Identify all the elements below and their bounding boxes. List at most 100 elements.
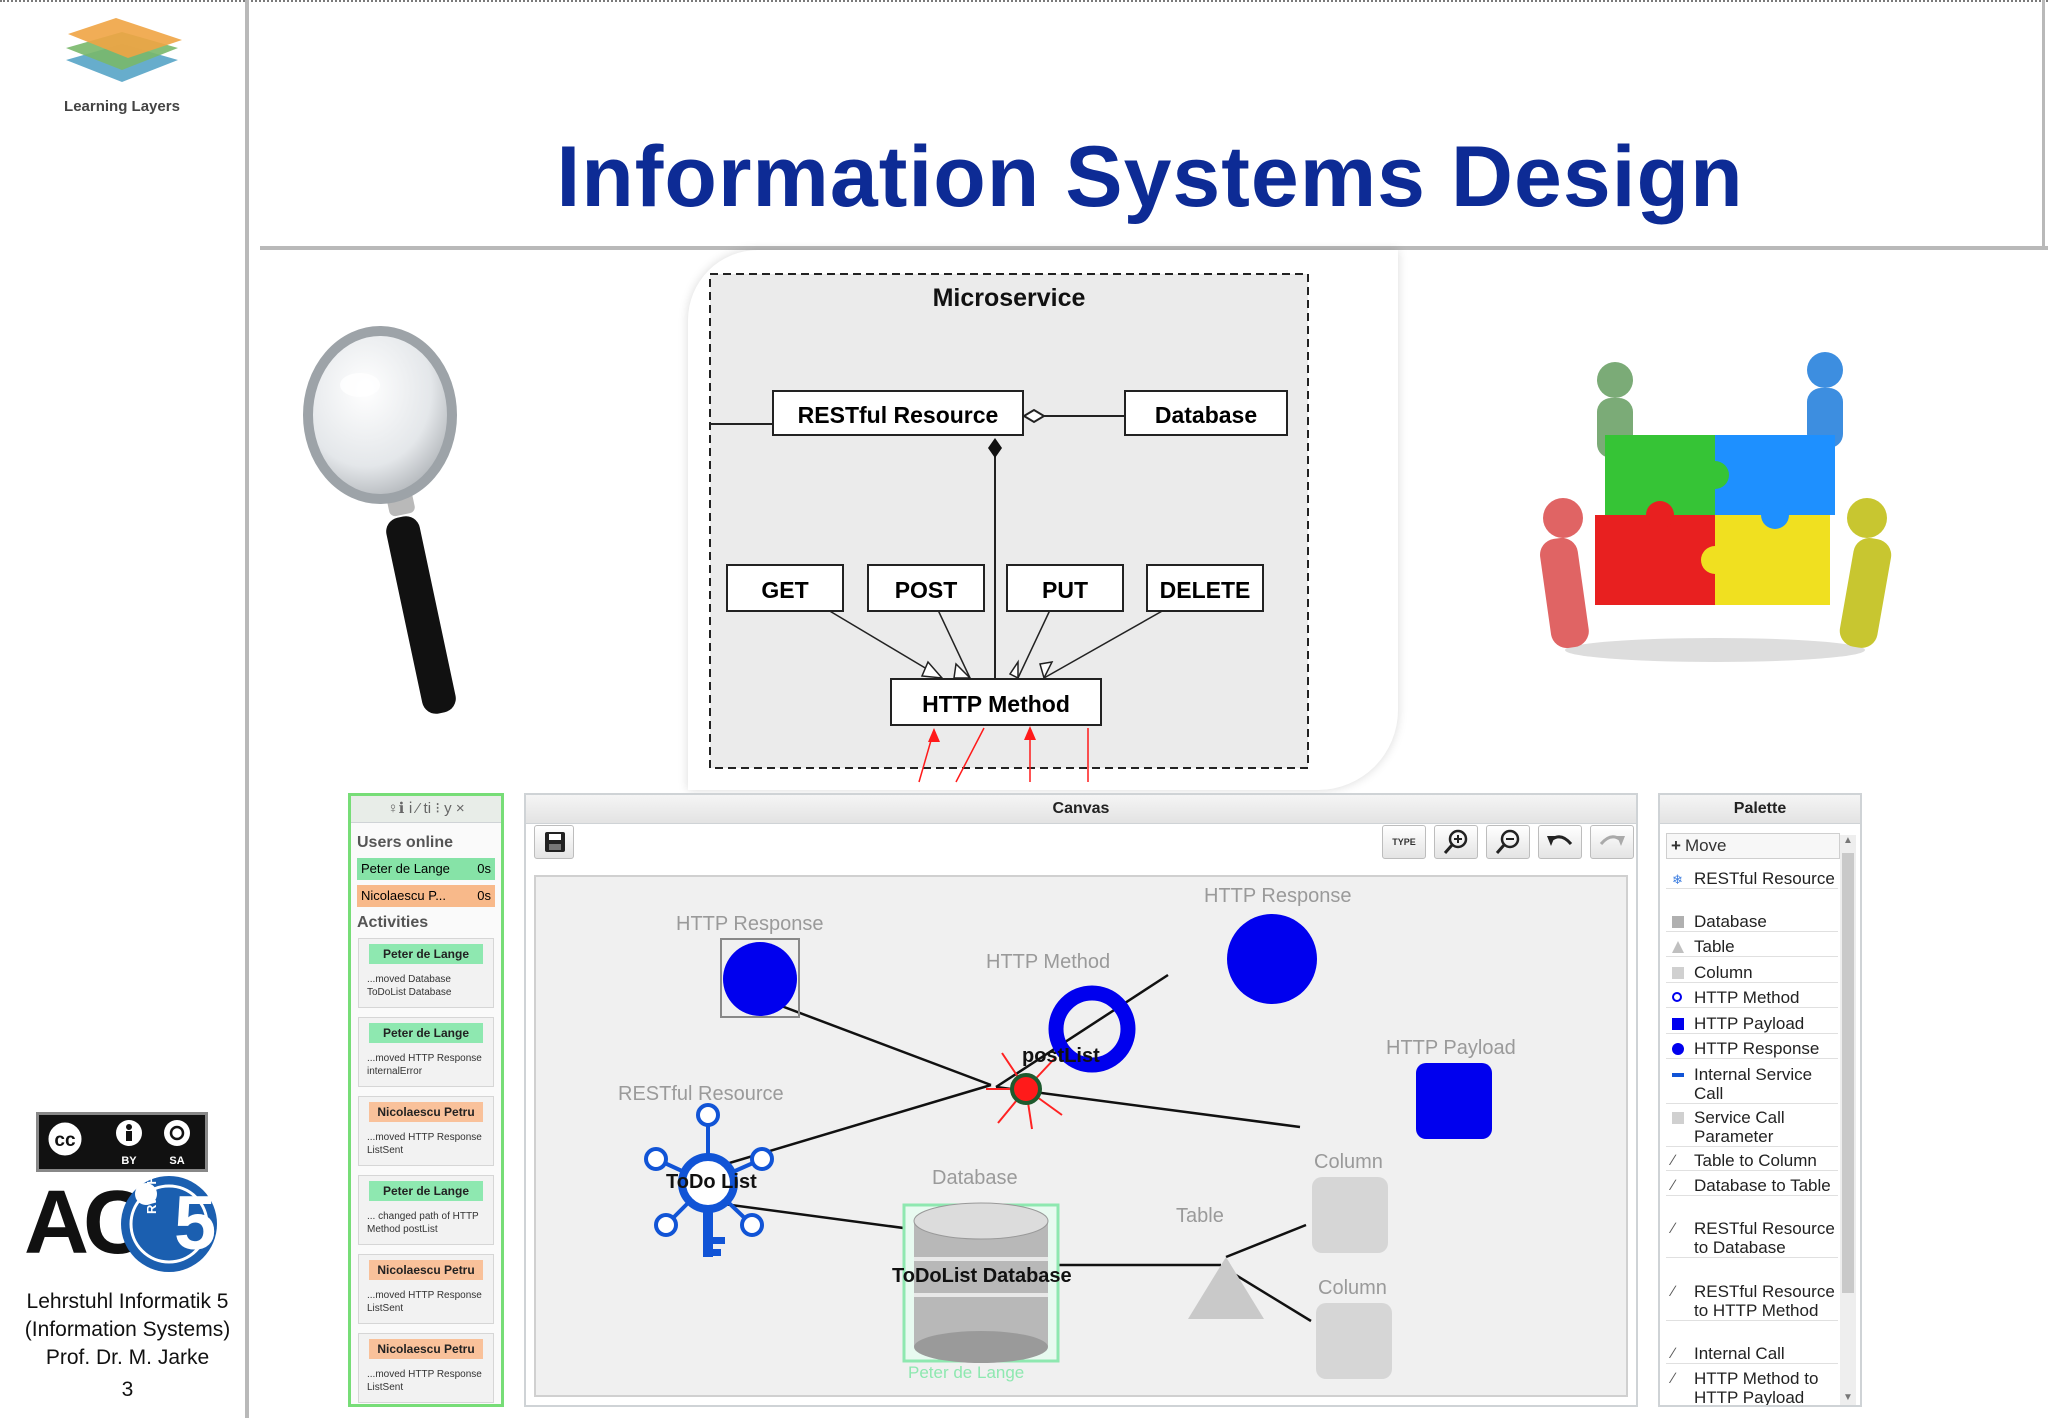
title-divider <box>260 246 2048 250</box>
activity-text: ...moved HTTP Response ListSent <box>367 1290 482 1314</box>
save-button[interactable] <box>534 825 574 859</box>
activity-user: Nicolaescu Petru <box>369 1102 483 1122</box>
activity-item[interactable]: Peter de Lange ...moved HTTP Response in… <box>358 1017 494 1087</box>
activity-item[interactable]: Peter de Lange ...moved Database ToDoLis… <box>358 938 494 1008</box>
palette-item-label: HTTP Response <box>1694 1039 1820 1058</box>
canvas-graph <box>644 914 1492 1379</box>
node-method-path[interactable]: postList <box>1022 1045 1100 1067</box>
activity-item[interactable]: Nicolaescu Petru ...moved HTTP Response … <box>358 1096 494 1166</box>
scroll-down-icon[interactable]: ▼ <box>1843 1392 1853 1403</box>
scroll-up-icon[interactable]: ▲ <box>1843 835 1853 846</box>
activity-item[interactable]: Nicolaescu Petru ...moved HTTP Response … <box>358 1254 494 1324</box>
palette-item-table[interactable]: Table <box>1666 937 1838 957</box>
cc-by-label: BY <box>121 1155 137 1167</box>
palette-scrollbar[interactable]: ▲ ▼ <box>1840 835 1856 1405</box>
node-label-http-payload: HTTP Payload <box>1386 1037 1516 1059</box>
activity-item[interactable]: Nicolaescu Petru ...moved HTTP Response … <box>358 1333 494 1403</box>
palette-item-label: Table <box>1694 937 1735 956</box>
page-number: 3 <box>121 1378 134 1401</box>
activity-text: ...moved HTTP Response ListSent <box>367 1132 482 1156</box>
palette-item-http-payload[interactable]: HTTP Payload <box>1666 1014 1838 1034</box>
palette-item-resource-to-database[interactable]: ∕RESTful Resource to Database <box>1666 1219 1838 1258</box>
palette-item-column[interactable]: Column <box>1666 963 1838 983</box>
activity-item[interactable]: Peter de Lange ... changed path of HTTP … <box>358 1175 494 1245</box>
palette-item-http-method[interactable]: HTTP Method <box>1666 988 1838 1008</box>
user-name: Nicolaescu P... <box>361 888 447 903</box>
user-time: 0s <box>477 888 491 903</box>
palette-item-label: Database to Table <box>1694 1176 1831 1195</box>
palette-item-database[interactable]: Database <box>1666 912 1838 932</box>
uml-title: Microservice <box>932 284 1086 312</box>
right-divider <box>2042 0 2045 250</box>
palette-item-label: HTTP Payload <box>1694 1014 1805 1033</box>
svg-text:cc: cc <box>54 1130 76 1151</box>
call-icon <box>1672 1073 1684 1077</box>
cc-license-icon: cc <box>45 1119 190 1157</box>
puzzle-team-image <box>1540 352 1892 662</box>
node-database-name[interactable]: ToDoList Database <box>892 1265 1072 1287</box>
user-online-nicolaescu[interactable]: Nicolaescu P... 0s <box>357 885 495 907</box>
triangle-icon <box>1672 941 1684 953</box>
ac5-digit: 5 <box>174 1181 217 1266</box>
learning-layers-logo <box>66 18 182 82</box>
node-label-http-response-2: HTTP Response <box>1204 885 1352 907</box>
palette-item-label: HTTP Method to HTTP Payload <box>1694 1369 1819 1407</box>
zoom-out-icon <box>1495 829 1520 854</box>
microservice-diagram-frame: Microservice RESTful Resource Database G… <box>688 250 1398 790</box>
redo-button[interactable] <box>1590 825 1634 859</box>
zoom-out-button[interactable] <box>1486 825 1530 859</box>
activity-panel: ♀ℹ ⅰ ⁄ ti ⁝ y × Users online Peter de La… <box>348 793 504 1407</box>
palette-item-database-to-table[interactable]: ∕ Database to Table <box>1666 1176 1838 1196</box>
uml-box-get: GET <box>726 564 844 612</box>
logo-caption: Learning Layers <box>64 98 180 115</box>
footer-professor: Prof. Dr. M. Jarke <box>45 1346 210 1369</box>
users-online-label: Users online <box>357 834 454 851</box>
undo-button[interactable] <box>1538 825 1582 859</box>
edge-icon: ∕ <box>1672 1283 1675 1300</box>
zoom-in-button[interactable] <box>1434 825 1478 859</box>
uml-box-database: Database <box>1124 390 1288 436</box>
magnifier-image <box>303 326 457 714</box>
palette-item-resource-to-method[interactable]: ∕ RESTful Resource to HTTP Method <box>1666 1282 1838 1321</box>
palette-item-internal-service-call[interactable]: Internal Service Call <box>1666 1065 1838 1104</box>
node-label-table: Table <box>1176 1205 1224 1227</box>
plus-icon: + <box>1671 836 1681 855</box>
canvas-panel: Canvas TYPE <box>524 793 1638 1407</box>
node-label-database: Database <box>932 1167 1018 1189</box>
edge-icon: ∕ <box>1672 1177 1675 1194</box>
palette-item-label: Service Call Parameter <box>1694 1108 1785 1146</box>
palette-panel: Palette +Move ▲ ▼ ❄RESTful Resource Data… <box>1658 793 1862 1407</box>
palette-move-label: Move <box>1684 836 1727 855</box>
palette-item-http-response[interactable]: HTTP Response <box>1666 1039 1838 1059</box>
footer-chair: Lehrstuhl Informatik 5 <box>26 1290 229 1313</box>
user-name: Peter de Lange <box>361 861 450 876</box>
palette-item-service-call-parameter[interactable]: Service Call Parameter <box>1666 1108 1838 1147</box>
uml-box-delete: DELETE <box>1146 564 1264 612</box>
database-icon <box>1672 916 1684 928</box>
undo-icon <box>1547 835 1573 846</box>
activity-text: ...moved HTTP Response ListSent <box>367 1369 482 1393</box>
palette-item-internal-call[interactable]: ∕Internal Call <box>1666 1344 1838 1364</box>
palette-title: Palette <box>1660 795 1860 824</box>
node-resource-name[interactable]: ToDo List <box>666 1171 757 1193</box>
blue-square-icon <box>1672 1018 1684 1030</box>
activities-label: Activities <box>357 914 429 931</box>
canvas-area[interactable]: HTTP Response HTTP Response HTTP Method … <box>534 875 1628 1397</box>
type-button[interactable]: TYPE <box>1382 825 1426 859</box>
palette-item-table-to-column[interactable]: ∕Table to Column <box>1666 1151 1838 1171</box>
method-icon <box>1672 992 1682 1002</box>
palette-scroll-thumb[interactable] <box>1842 853 1854 1293</box>
activity-toolbar[interactable]: ♀ℹ ⅰ ⁄ ti ⁝ y × <box>351 796 501 823</box>
cc-sa-label: SA <box>169 1155 185 1167</box>
palette-item-restful-resource[interactable]: ❄RESTful Resource <box>1666 869 1838 889</box>
uml-box-post: POST <box>867 564 985 612</box>
palette-item-method-to-payload[interactable]: ∕HTTP Method to HTTP Payload <box>1666 1369 1838 1407</box>
top-dotted-border <box>0 0 2048 4</box>
palette-move-tool[interactable]: +Move <box>1666 833 1840 859</box>
palette-item-label: RESTful Resource to HTTP Method <box>1694 1282 1835 1320</box>
rwth-ring-text: RWTH <box>144 1175 159 1214</box>
square-icon <box>1672 967 1684 979</box>
activity-text: ...moved Database ToDoList Database <box>367 974 452 998</box>
activity-text: ... changed path of HTTP Method postList <box>367 1211 479 1235</box>
